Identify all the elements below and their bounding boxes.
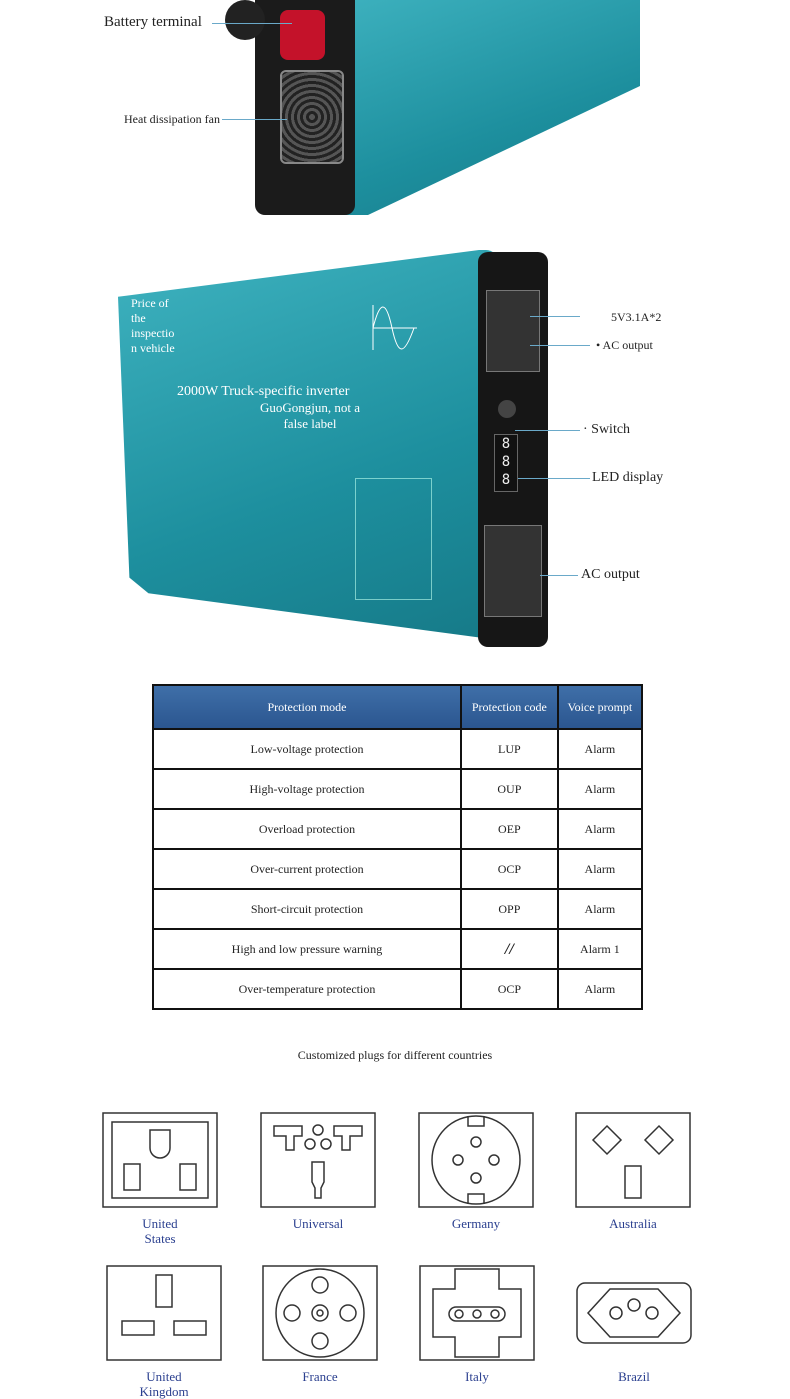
battery-terminal-red (280, 10, 325, 60)
callout-switch: · Switch (583, 422, 631, 437)
cell-code: // (460, 928, 559, 970)
inverter-body (118, 250, 498, 640)
germany-plug-icon (418, 1112, 534, 1208)
cell-voice: Alarm (556, 808, 644, 850)
callout-fan: Heat dissipation fan (124, 112, 220, 126)
plug-united-kingdom: United Kingdom (84, 1265, 244, 1399)
plug-brazil: Brazil (554, 1265, 714, 1384)
plug-united-states: United States (80, 1112, 240, 1246)
header-protection-code: Protection code (460, 684, 559, 730)
sine-wave-icon (372, 305, 417, 350)
header-voice-prompt: Voice prompt (556, 684, 644, 730)
us-plug-icon (102, 1112, 218, 1208)
cell-mode: Over-current protection (152, 848, 462, 890)
cell-mode: Short-circuit protection (152, 888, 462, 930)
australia-plug-icon (575, 1112, 691, 1208)
cell-code: OEP (460, 808, 559, 850)
universal-plug-icon (260, 1112, 376, 1208)
cell-mode: Overload protection (152, 808, 462, 850)
overlay-text: GuoGongjun, not a false label (259, 400, 361, 431)
cell-voice: Alarm 1 (556, 928, 644, 970)
cell-code: OCP (460, 968, 559, 1010)
fan-grille (280, 70, 344, 164)
usb-ac-socket (486, 290, 540, 372)
callout-usb: 5V3.1A*2 (611, 310, 662, 324)
plug-france: France (240, 1265, 400, 1384)
cell-mode: Low-voltage protection (152, 728, 462, 770)
uk-plug-icon (106, 1265, 222, 1361)
plug-italy: Italy (397, 1265, 557, 1384)
table-header-row: Protection mode Protection code Voice pr… (152, 684, 644, 730)
product-title: 2000W Truck-specific inverter (177, 384, 350, 399)
cell-mode: High-voltage protection (152, 768, 462, 810)
plug-universal: Universal (238, 1112, 398, 1231)
cell-code: OCP (460, 848, 559, 890)
cell-mode: Over-temperature protection (152, 968, 462, 1010)
ac-output-socket (484, 525, 542, 617)
plugs-caption: Customized plugs for different countries (297, 1048, 493, 1062)
cell-code: OPP (460, 888, 559, 930)
cell-mode: High and low pressure warning (152, 928, 462, 970)
brazil-plug-icon (576, 1282, 692, 1344)
plug-australia: Australia (553, 1112, 713, 1231)
france-plug-icon (262, 1265, 378, 1361)
cell-voice: Alarm (556, 768, 644, 810)
spec-label (355, 478, 432, 600)
callout-led: LED display (592, 470, 664, 485)
table-row: High and low pressure warning//Alarm 1 (152, 928, 644, 970)
cell-voice: Alarm (556, 888, 644, 930)
protection-table: Protection mode Protection code Voice pr… (152, 684, 644, 1010)
header-protection-mode: Protection mode (152, 684, 462, 730)
italy-plug-icon (419, 1265, 535, 1361)
cell-code: LUP (460, 728, 559, 770)
cell-code: OUP (460, 768, 559, 810)
callout-ac-output-1: • AC output (596, 338, 653, 352)
callout-battery-terminal: Battery terminal (104, 14, 202, 30)
cell-voice: Alarm (556, 728, 644, 770)
battery-terminal-black (225, 0, 265, 40)
cell-voice: Alarm (556, 848, 644, 890)
cell-voice: Alarm (556, 968, 644, 1010)
power-switch (498, 400, 516, 418)
callout-ac-output-2: AC output (581, 567, 640, 582)
sticker-left: Price of the inspectio n vehicle (131, 296, 175, 355)
plug-germany: Germany (396, 1112, 556, 1231)
